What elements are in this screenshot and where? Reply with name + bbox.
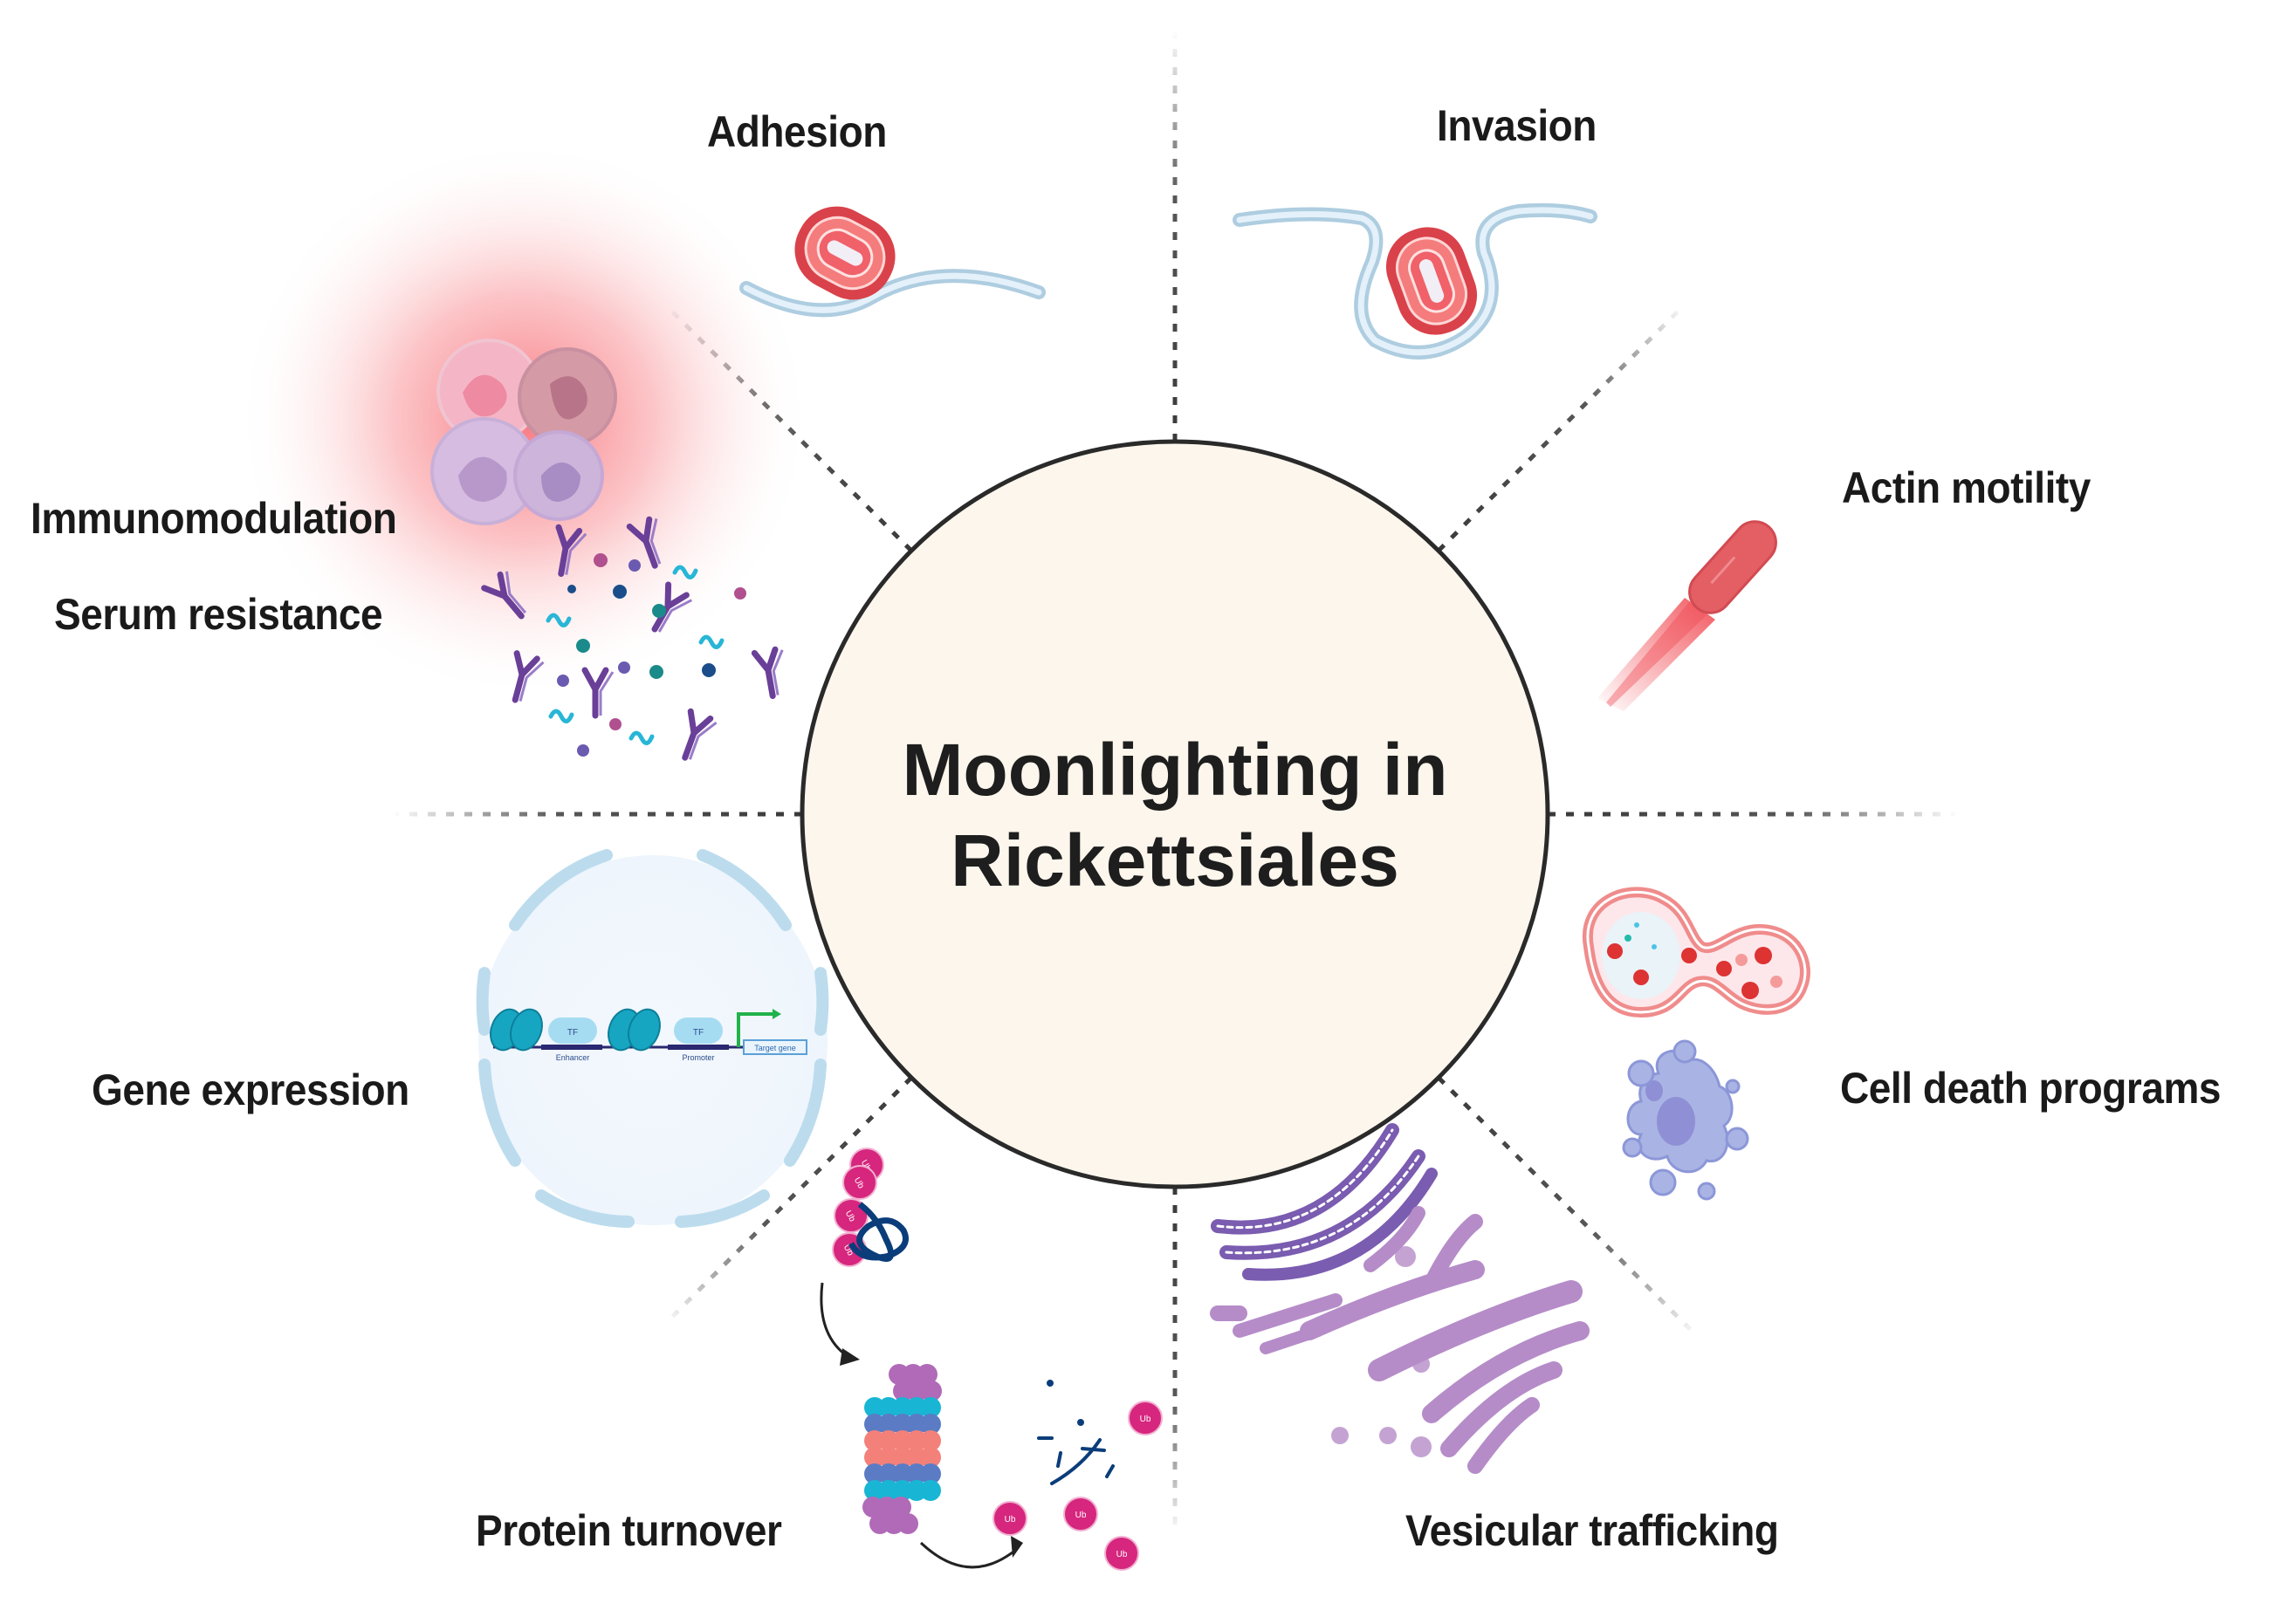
antibody-icon xyxy=(581,667,615,719)
golgi-apparatus-icon xyxy=(1210,1206,1590,1474)
divider-line xyxy=(663,302,913,552)
transcription-arrow-icon xyxy=(737,1012,773,1047)
target-gene-label: Target gene xyxy=(754,1044,796,1052)
actin-motility-illustration xyxy=(1597,520,1777,711)
antibody-icon xyxy=(682,708,718,761)
center-title-line-1: Moonlighting in xyxy=(902,729,1448,811)
label-actin-motility: Actin motility xyxy=(1842,463,2091,512)
particle-dot xyxy=(609,718,622,730)
particle-dot xyxy=(652,604,666,618)
antibody-icon xyxy=(481,571,527,620)
antibody-icon xyxy=(626,516,662,569)
antibodies-illustration xyxy=(481,516,784,761)
ubiquitin-label: Ub xyxy=(1116,1550,1128,1559)
arrow-icon xyxy=(919,1541,1018,1569)
enhancer-label: Enhancer xyxy=(556,1053,590,1062)
promoter-label: Promoter xyxy=(682,1053,714,1062)
particle-dot xyxy=(649,665,663,679)
particle-dot xyxy=(576,639,590,653)
bacterium-icon xyxy=(1385,227,1478,335)
ubiquitin-icon: Ub xyxy=(992,1501,1027,1536)
ubiquitin-icon: Ub xyxy=(842,1165,877,1200)
tf-label: TF xyxy=(567,1028,578,1038)
label-immunomodulation: Immunomodulation xyxy=(31,494,397,543)
antibody-icon xyxy=(512,650,545,703)
transcription-factor xyxy=(674,1018,723,1044)
actin-tail xyxy=(1597,598,1715,711)
peptide-squiggle xyxy=(628,730,655,745)
ubiquitin-icon: Ub xyxy=(1063,1497,1098,1531)
particle-dot xyxy=(613,585,627,599)
substrate-protein xyxy=(848,1202,909,1262)
center-title: Moonlighting in Rickettsiales xyxy=(801,724,1549,906)
leukocyte-icon xyxy=(518,347,617,447)
leukocyte-icon xyxy=(513,430,604,521)
bacterium-icon xyxy=(794,206,896,300)
immune-cells-illustration xyxy=(236,140,812,698)
ubiquitin-label: Ub xyxy=(1005,1515,1016,1525)
pyroptotic-cell-icon xyxy=(1582,887,1810,1018)
label-adhesion: Adhesion xyxy=(707,107,887,156)
label-serum-resistance: Serum resistance xyxy=(54,590,383,639)
vesicular-trafficking-illustration xyxy=(1210,1123,1590,1474)
ubiquitin-icon: Ub xyxy=(1128,1401,1163,1436)
proteasome-icon xyxy=(862,1364,942,1534)
peptide-squiggle xyxy=(546,613,572,627)
nucleosome-icon xyxy=(490,1008,661,1052)
peptide-squiggle xyxy=(548,709,574,723)
antibody-icon xyxy=(751,646,784,700)
label-gene-expression: Gene expression xyxy=(92,1066,409,1114)
particle-dot xyxy=(557,675,569,687)
nuclear-envelope xyxy=(476,849,829,1228)
tf-label: TF xyxy=(693,1028,704,1038)
center-circle xyxy=(800,439,1550,1189)
particle-dot xyxy=(628,559,641,572)
peptide-fragments xyxy=(1037,1380,1115,1485)
peptide-squiggle xyxy=(672,565,698,579)
center-title-line-2: Rickettsiales xyxy=(951,819,1399,901)
particle-dot xyxy=(734,587,746,600)
target-gene-box xyxy=(743,1039,807,1055)
arrow-icon xyxy=(820,1282,849,1359)
leukocyte-icon xyxy=(436,339,541,443)
peptide-squiggle xyxy=(698,634,725,649)
label-invasion: Invasion xyxy=(1437,101,1597,150)
apoptotic-cell-icon xyxy=(1622,1039,1749,1201)
transcription-factor xyxy=(548,1018,597,1044)
bacterium-icon xyxy=(1688,520,1777,614)
antibody-icon xyxy=(651,581,693,633)
endoplasmic-reticulum-icon xyxy=(1211,1123,1438,1281)
cell-death-illustration xyxy=(1582,887,1810,1201)
gene-expression-illustration: TF TF Enhancer Promoter Target gene xyxy=(476,849,829,1228)
label-vesicular-trafficking: Vesicular trafficking xyxy=(1405,1506,1779,1555)
adhesion-illustration xyxy=(739,206,1046,318)
ubiquitin-icon: Ub xyxy=(1104,1536,1139,1571)
label-protein-turnover: Protein turnover xyxy=(476,1506,782,1555)
divider-line xyxy=(1437,302,1687,552)
invasion-illustration xyxy=(1233,202,1597,360)
particle-dot xyxy=(702,663,716,677)
section-dividers xyxy=(392,31,1958,1536)
divider-line xyxy=(1437,1076,1700,1339)
particle-dot xyxy=(577,744,589,757)
label-cell-death-programs: Cell death programs xyxy=(1840,1064,2222,1113)
ubiquitin-label: Ub xyxy=(1075,1511,1087,1520)
particle-dot xyxy=(618,661,630,674)
divider-line xyxy=(663,1076,913,1326)
particle-dot xyxy=(567,585,576,593)
antibody-icon xyxy=(555,524,587,578)
ubiquitin-label: Ub xyxy=(1140,1415,1151,1424)
particle-dot xyxy=(594,553,608,567)
